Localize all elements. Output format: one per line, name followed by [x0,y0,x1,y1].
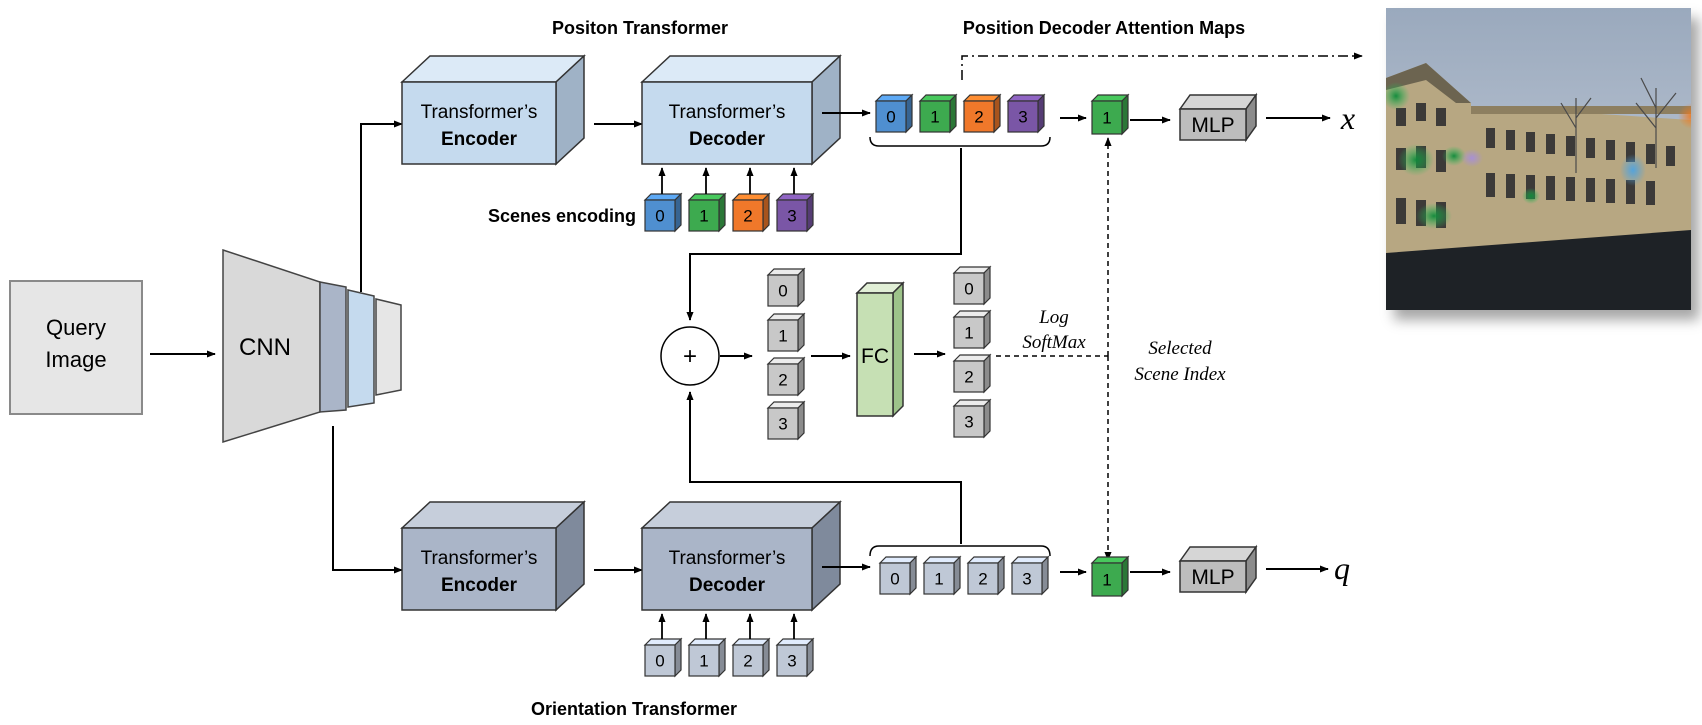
position-encoder-block [401,81,557,165]
fc-output-token-2: 2 [952,353,992,394]
attention-maps-title: Position Decoder Attention Maps [963,18,1245,38]
sum-node [660,326,720,386]
pos-output-token-1-label: 1 [930,108,939,127]
sum-output-token-1: 1 [766,312,806,353]
log-softmax-label-1: Log [1038,307,1069,328]
scene-encoding-pos-token-0: 0 [643,192,683,233]
ori-output-bracket [869,545,1051,557]
position-encoder-label-1: Transformer’s [421,102,538,123]
ori-output-token-0: 0 [878,555,918,596]
scene-encoding-ori-token-2: 2 [731,637,771,678]
pos-output-token-0: 0 [874,93,914,134]
scene-encoding-ori-token-3-label: 3 [787,652,796,671]
scene-encoding-pos-token-1-label: 1 [699,207,708,226]
ori-output-token-3-label: 3 [1022,570,1031,589]
ori-output-token-0-label: 0 [890,570,899,589]
selected-ori-token-label: 1 [1102,571,1111,590]
scene-encoding-ori-token-1-label: 1 [699,652,708,671]
pos-output-token-2-label: 2 [974,108,983,127]
arrow-ori-to-sum [686,391,962,544]
scene-encoding-pos-token-0-label: 0 [655,207,664,226]
orientation-transformer-title: Orientation Transformer [531,699,737,719]
pos-output-token-1: 1 [918,93,958,134]
arrow-pos-to-sum [686,148,962,321]
query-image-label-1: Query [46,315,106,340]
fc-output-token-0-label: 0 [964,280,973,299]
sum-output-token-3: 3 [766,400,806,441]
fc-output-token-1-label: 1 [964,324,973,343]
position-decoder-label-2: Decoder [689,129,766,150]
pos-output-bracket [869,136,1051,147]
fc-label: FC [861,345,889,368]
mlp-orientation-block [1179,560,1247,593]
scene-encoding-ori-token-0: 0 [643,637,683,678]
attention-map-image [1386,8,1691,310]
orientation-decoder-label-1: Transformer’s [669,548,786,569]
scene-encoding-pos-token-3-label: 3 [787,207,796,226]
fc-output-token-3: 3 [952,398,992,439]
selected-scene-label-1: Selected [1148,338,1212,359]
query-image-label-2: Image [45,347,106,372]
fc-output-token-3-label: 3 [964,413,973,432]
scene-encoding-ori-token-0-label: 0 [655,652,664,671]
orientation-encoder-label-1: Transformer’s [421,548,538,569]
fc-output-token-0: 0 [952,265,992,306]
scene-encoding-pos-token-2-label: 2 [743,207,752,226]
output-q: q [1334,550,1350,586]
arrow-cnn-to-pos-encoder [360,120,403,292]
cnn-layer-1 [319,281,347,413]
selected-ori-token: 1 [1090,555,1130,598]
scene-encoding-ori-token-1: 1 [687,637,727,678]
query-image-box [9,280,143,415]
ori-output-token-1-label: 1 [934,570,943,589]
fc-output-token-2-label: 2 [964,368,973,387]
position-transformer-title: Positon Transformer [552,18,728,38]
cnn-layer-2 [347,289,375,408]
ori-output-token-1: 1 [922,555,962,596]
sum-output-token-2-label: 2 [778,371,787,390]
selected-pos-token: 1 [1090,93,1130,136]
scene-encoding-pos-token-1: 1 [687,192,727,233]
arrow-to-attention-maps [961,52,1363,80]
sum-symbol: + [683,343,697,370]
selected-pos-token-label: 1 [1102,109,1111,128]
orientation-decoder-block [641,527,813,611]
orientation-encoder-label-2: Encoder [441,575,518,596]
ori-output-token-2: 2 [966,555,1006,596]
mlp-position-label: MLP [1191,114,1234,137]
log-softmax-label-2: SoftMax [1022,332,1086,353]
sum-output-token-0-label: 0 [778,282,787,301]
scene-encoding-ori-token-3: 3 [775,637,815,678]
cnn-label: CNN [239,334,291,361]
selected-scene-label-2: Scene Index [1134,364,1226,385]
output-x: x [1340,100,1355,136]
position-encoder-label-2: Encoder [441,129,518,150]
mlp-orientation-label: MLP [1191,566,1234,589]
sum-output-token-1-label: 1 [778,327,787,346]
position-decoder-label-1: Transformer’s [669,102,786,123]
pos-output-token-2: 2 [962,93,1002,134]
position-decoder-block [641,81,813,165]
orientation-encoder-block [401,527,557,611]
pos-output-token-3-label: 3 [1018,108,1027,127]
scenes-encoding-label: Scenes encoding [488,206,636,226]
cnn-layer-3 [375,298,402,396]
pos-output-token-0-label: 0 [886,108,895,127]
fc-output-token-1: 1 [952,309,992,350]
scene-encoding-ori-token-2-label: 2 [743,652,752,671]
scene-encoding-pos-token-2: 2 [731,192,771,233]
token-cubes: 0 1 2 3 0 1 2 3 0 1 2 3 0 1 2 3 1 1 0 1 2 3 0 1 2 3 [643,93,1130,678]
sum-output-token-2: 2 [766,356,806,397]
ori-output-token-2-label: 2 [978,570,987,589]
mlp-position-block [1179,108,1247,141]
orientation-decoder-label-2: Decoder [689,575,766,596]
arrow-cnn-to-ori-encoder [332,426,403,574]
sum-output-token-0: 0 [766,267,806,308]
scene-encoding-pos-token-3: 3 [775,192,815,233]
pos-output-token-3: 3 [1006,93,1046,134]
sum-output-token-3-label: 3 [778,415,787,434]
ori-output-token-3: 3 [1010,555,1050,596]
fc-block [856,292,894,417]
